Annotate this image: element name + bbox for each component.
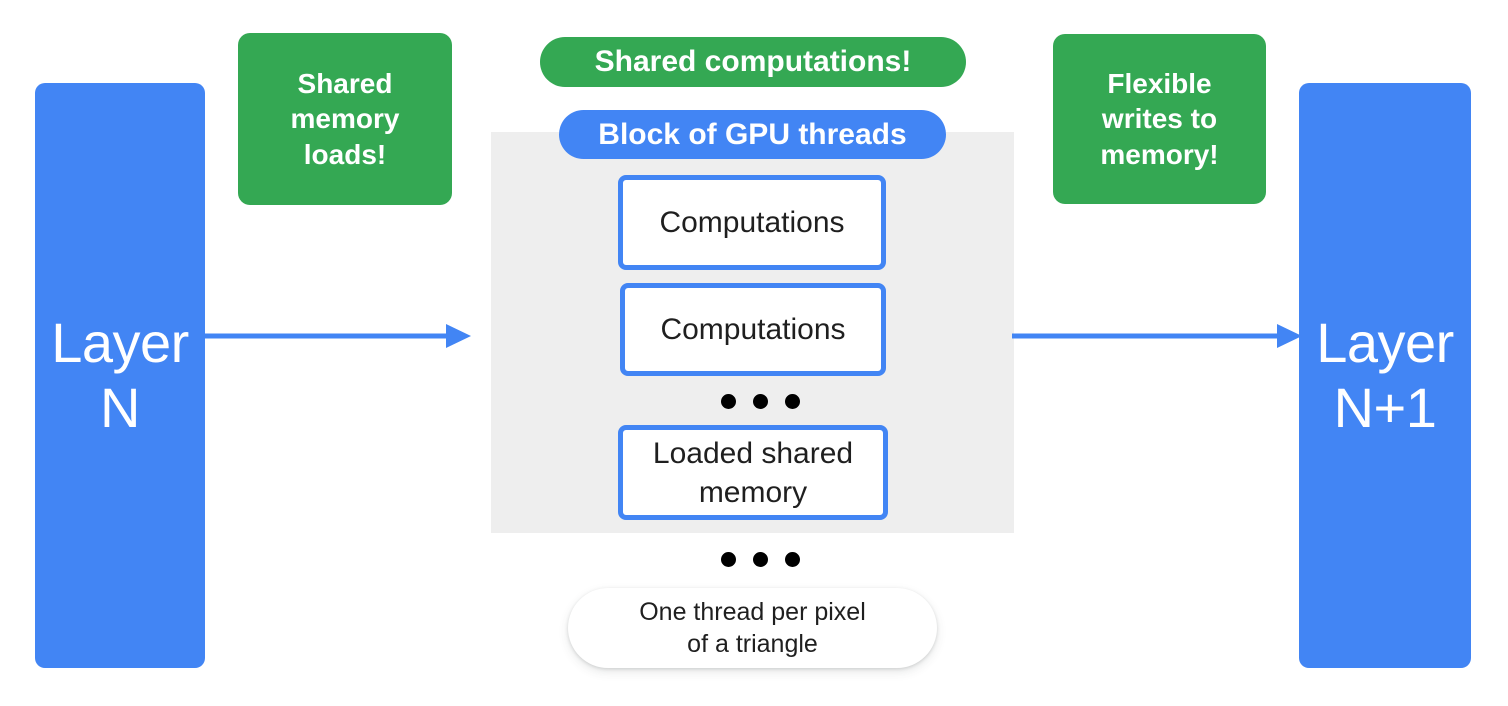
layer-n-label: Layer N	[51, 311, 189, 439]
pill-shared-computations-label: Shared computations!	[594, 45, 912, 78]
note-flexible-writes: Flexible writes to memory!	[1053, 34, 1266, 204]
dot-icon	[753, 552, 768, 567]
arrow-layer-n-to-block	[203, 320, 473, 357]
dot-icon	[785, 552, 800, 567]
pill-one-thread-per-pixel-label: One thread per pixel of a triangle	[639, 597, 866, 659]
pill-block-of-gpu-threads-label: Block of GPU threads	[598, 117, 907, 151]
pill-shared-computations: Shared computations!	[540, 37, 966, 87]
dot-icon	[753, 394, 768, 409]
thread-box-label: Computations	[659, 206, 845, 239]
dot-icon	[721, 552, 736, 567]
thread-box: Loaded shared memory	[618, 425, 888, 520]
thread-box: Computations	[620, 283, 886, 376]
note-shared-memory-loads: Shared memory loads!	[238, 33, 452, 205]
layer-n-plus-1-label: Layer N+1	[1316, 311, 1454, 439]
note-flexible-writes-label: Flexible writes to memory!	[1100, 67, 1219, 170]
dot-icon	[721, 394, 736, 409]
ellipsis-more-blocks	[721, 552, 800, 567]
ellipsis-inner-threads	[721, 394, 800, 409]
note-shared-memory-loads-label: Shared memory loads!	[290, 67, 400, 170]
pill-block-of-gpu-threads: Block of GPU threads	[559, 110, 946, 159]
thread-box-label: Loaded shared memory	[652, 436, 854, 509]
dot-icon	[785, 394, 800, 409]
pill-one-thread-per-pixel: One thread per pixel of a triangle	[568, 588, 937, 668]
layer-n-plus-1-block: Layer N+1	[1299, 83, 1471, 668]
thread-box-label: Computations	[660, 313, 846, 346]
layer-n-block: Layer N	[35, 83, 205, 668]
thread-box: Computations	[618, 175, 886, 270]
arrow-block-to-layer-n1	[1012, 320, 1304, 357]
